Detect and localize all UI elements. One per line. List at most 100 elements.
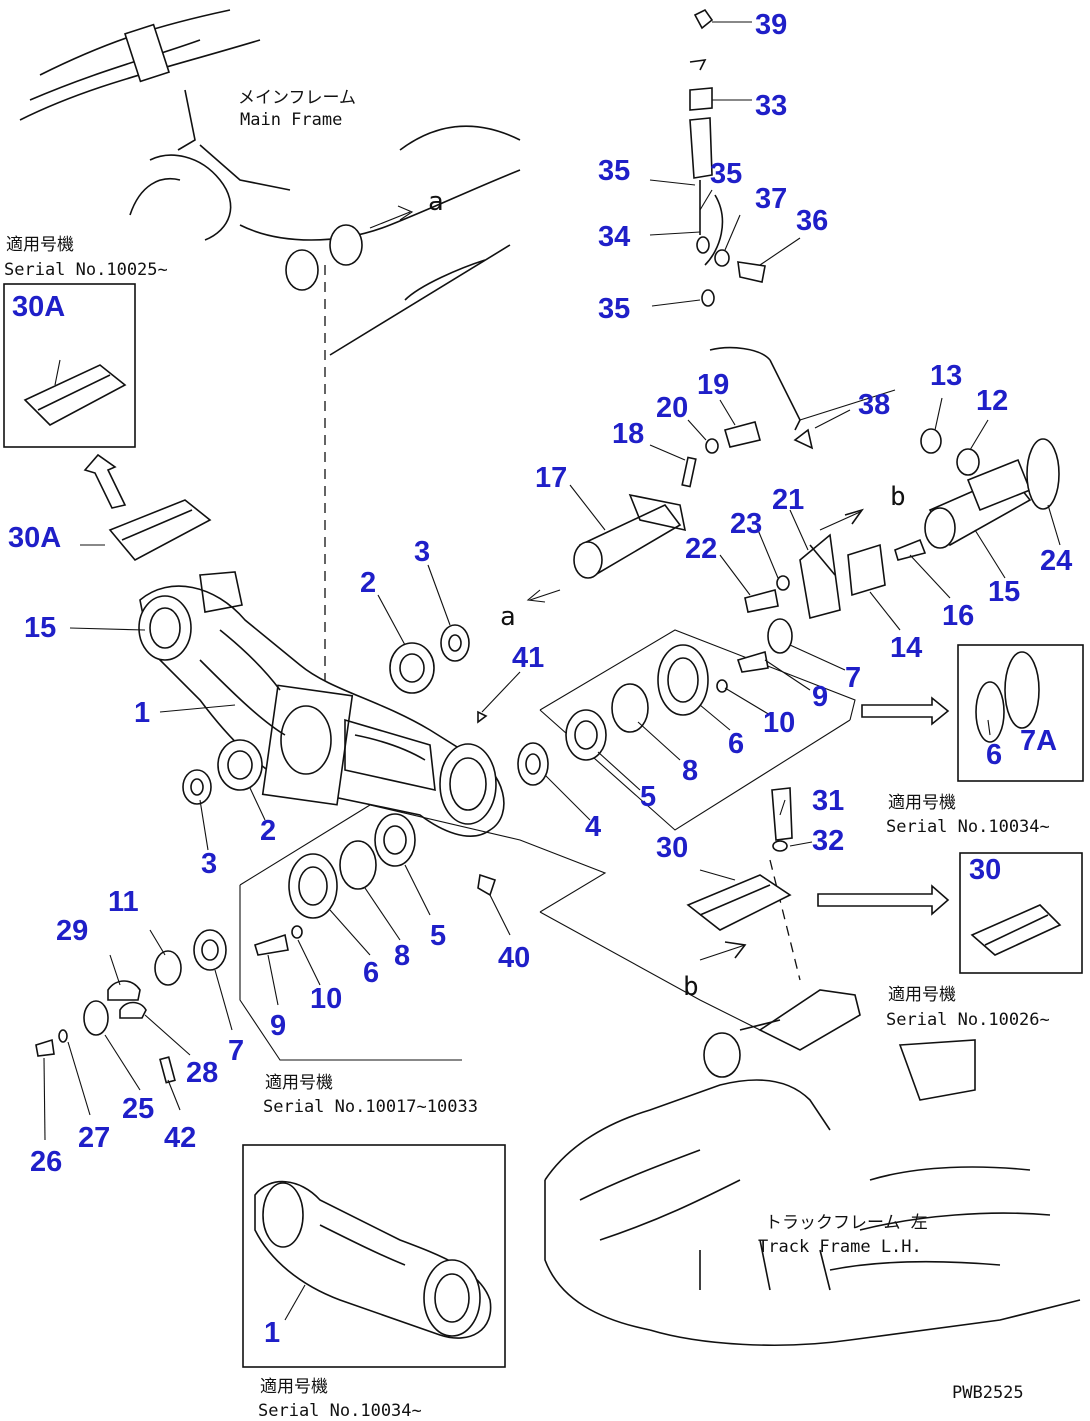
serial-note-1-en: Serial No.10025~ xyxy=(4,260,168,280)
callout: 22 xyxy=(685,533,717,565)
callout: 27 xyxy=(78,1122,110,1154)
serial-note-4-en: Serial No.10017~10033 xyxy=(263,1097,478,1117)
callout: 6 xyxy=(363,957,379,989)
callout: 6 xyxy=(728,728,744,760)
upper-seal-group xyxy=(565,618,793,761)
callout: 14 xyxy=(890,632,922,664)
lower-seal-group xyxy=(254,813,497,956)
callout: 7 xyxy=(845,662,861,694)
callout: 5 xyxy=(640,781,656,813)
equalizer-bar-drawing xyxy=(138,571,505,838)
callout: 4 xyxy=(585,811,601,843)
callout: 32 xyxy=(812,825,844,857)
callout: 18 xyxy=(612,418,644,450)
callout: 8 xyxy=(682,755,698,787)
serial-note-5-jp: 適用号機 xyxy=(260,1377,328,1397)
callout: 29 xyxy=(56,915,88,947)
callout: 8 xyxy=(394,940,410,972)
callout: 33 xyxy=(755,90,787,122)
callout: 12 xyxy=(976,385,1008,417)
callout: 37 xyxy=(755,183,787,215)
view-letter-a-mid: a xyxy=(500,602,516,632)
callout: 15 xyxy=(24,612,56,644)
view-letter-b-right: b xyxy=(890,482,906,512)
callout: 30A xyxy=(8,522,61,554)
callout: 2 xyxy=(360,567,376,599)
inset-7a xyxy=(957,644,1084,782)
serial-note-4-jp: 適用号機 xyxy=(265,1073,333,1093)
callout: 9 xyxy=(812,681,828,713)
callout: 13 xyxy=(930,360,962,392)
lower-group-outline xyxy=(239,804,607,913)
callout-numbers: 39 33 35 35 34 37 36 35 30A 30A 13 12 20… xyxy=(8,9,1072,1349)
callout: 1 xyxy=(264,1317,280,1349)
leader-lines xyxy=(43,21,1061,1321)
callout: 36 xyxy=(796,205,828,237)
callout: 17 xyxy=(535,462,567,494)
clamp-drawing xyxy=(744,508,864,619)
callout: 38 xyxy=(858,389,890,421)
serial-note-3-jp: 適用号機 xyxy=(888,985,956,1005)
arrow-to-inset-30 xyxy=(817,884,950,916)
callout: 30 xyxy=(969,854,1001,886)
view-letter-a-top: a xyxy=(428,187,444,217)
cover-plate-30-drawing xyxy=(686,787,793,931)
track-frame-en-label: Track Frame L.H. xyxy=(758,1237,922,1257)
serial-note-5-en: Serial No.10034~ xyxy=(258,1401,422,1421)
grease-fitting-drawing xyxy=(689,8,766,307)
callout: 7A xyxy=(1020,725,1057,757)
callout: 21 xyxy=(772,484,804,516)
callout: 7 xyxy=(228,1035,244,1067)
callout: 11 xyxy=(108,886,139,918)
serial-note-3-en: Serial No.10026~ xyxy=(886,1010,1050,1030)
main-frame-drawing xyxy=(19,9,521,356)
callout: 25 xyxy=(122,1093,154,1125)
serial-note-2-jp: 適用号機 xyxy=(888,793,956,813)
inset-arm-variant xyxy=(242,1144,506,1368)
main-frame-en-label: Main Frame xyxy=(240,110,342,130)
serial-note-1-jp: 適用号機 xyxy=(6,235,74,255)
track-frame-jp-label: トラックフレーム 左 xyxy=(765,1213,928,1233)
inset-30a xyxy=(3,283,136,448)
callout: 3 xyxy=(201,848,217,880)
serial-note-2-en: Serial No.10034~ xyxy=(886,817,1050,837)
callout: 31 xyxy=(812,785,844,817)
cover-plate-30a-drawing xyxy=(83,453,212,562)
callout: 30 xyxy=(656,832,688,864)
bushing-assembly-drawing xyxy=(847,428,1060,597)
drawing-id: PWB2525 xyxy=(952,1383,1024,1403)
callout: 35 xyxy=(710,158,742,190)
callout: 16 xyxy=(942,600,974,632)
callout: 26 xyxy=(30,1146,62,1178)
callout: 39 xyxy=(755,9,787,41)
arrow-to-inset-7a xyxy=(861,696,950,726)
callout: 19 xyxy=(697,369,729,401)
callout: 28 xyxy=(186,1057,218,1089)
callout: 23 xyxy=(730,508,762,540)
callout: 5 xyxy=(430,920,446,952)
callout: 15 xyxy=(988,576,1020,608)
callout: 3 xyxy=(414,536,430,568)
callout: 10 xyxy=(310,983,342,1015)
callout: 40 xyxy=(498,942,530,974)
inset-30 xyxy=(959,852,1083,974)
callout: 35 xyxy=(598,155,630,187)
callout: 34 xyxy=(598,221,630,253)
callout: 2 xyxy=(260,815,276,847)
callout: 35 xyxy=(598,293,630,325)
main-frame-jp-label: メインフレーム xyxy=(238,88,356,108)
track-frame-drawing xyxy=(544,989,1081,1346)
callout: 10 xyxy=(763,707,795,739)
callout: 30A xyxy=(12,291,65,323)
callout: 6 xyxy=(986,739,1002,771)
callout: 20 xyxy=(656,392,688,424)
view-letter-b-bottom: b xyxy=(683,972,699,1002)
pin-assembly-drawing xyxy=(526,346,896,603)
callout: 9 xyxy=(270,1010,286,1042)
left-parts-group xyxy=(35,929,227,1084)
callout: 1 xyxy=(134,697,150,729)
callout: 41 xyxy=(512,642,544,674)
arm-bushings xyxy=(182,624,549,805)
callout: 24 xyxy=(1040,545,1072,577)
